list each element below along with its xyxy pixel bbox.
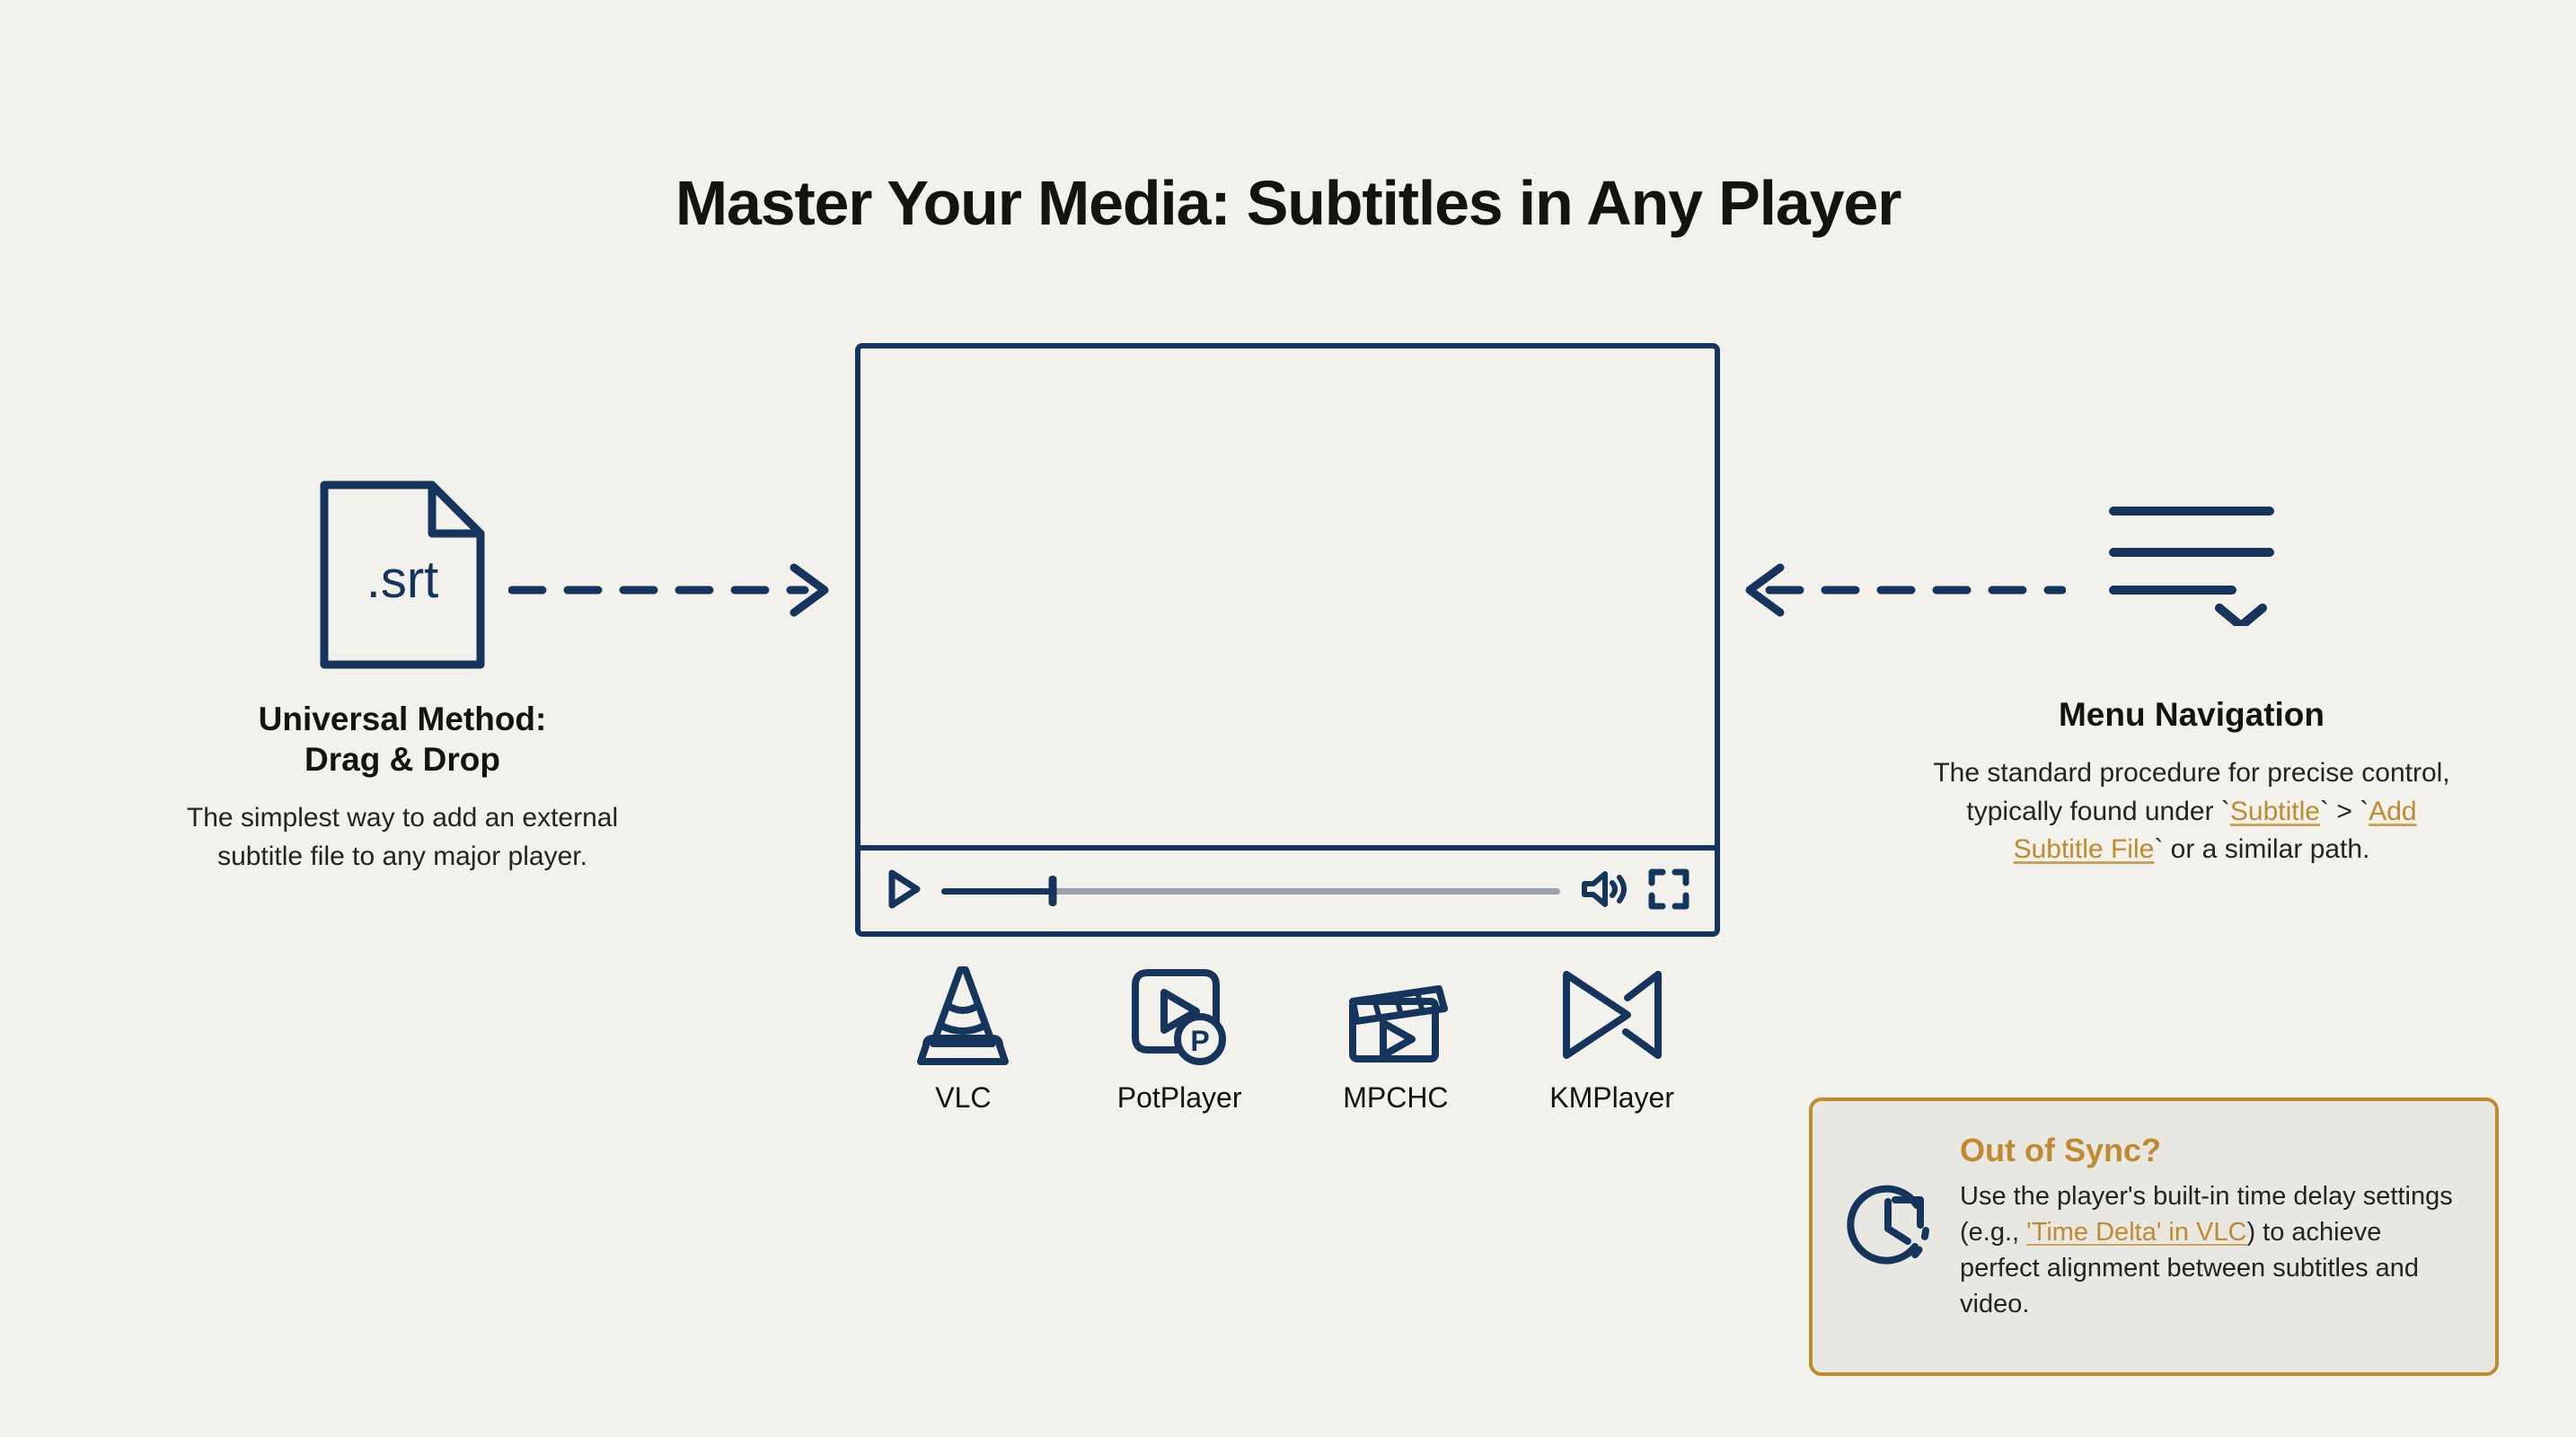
player-item-vlc[interactable]: VLC — [869, 961, 1057, 1115]
volume-button[interactable] — [1580, 868, 1628, 914]
left-heading: Universal Method: Drag & Drop — [151, 699, 654, 780]
fullscreen-button[interactable] — [1648, 868, 1689, 914]
time-delta-highlight[interactable]: 'Time Delta' in VLC — [2026, 1218, 2247, 1247]
right-description-part2: or a similar path. — [2163, 834, 2370, 865]
video-screen-area[interactable] — [860, 348, 1715, 851]
player-item-potplayer[interactable]: P PotPlayer — [1085, 961, 1274, 1115]
clock-delay-icon — [1839, 1132, 1936, 1280]
player-label: MPCHC — [1343, 1081, 1449, 1114]
left-heading-line2: Drag & Drop — [304, 741, 500, 779]
play-button[interactable] — [886, 868, 922, 914]
player-item-kmplayer[interactable]: KMPlayer — [1518, 961, 1707, 1115]
progress-fill — [941, 887, 1054, 895]
out-of-sync-tip-box: Out of Sync? Use the player's built-in t… — [1809, 1098, 2499, 1376]
backtick-open-2: ` — [2360, 796, 2369, 826]
progress-bar[interactable] — [941, 876, 1560, 906]
hamburger-menu-icon — [1922, 489, 2461, 680]
svg-text:P: P — [1190, 1025, 1209, 1057]
player-label: KMPlayer — [1549, 1081, 1674, 1114]
right-description: The standard procedure for precise contr… — [1922, 754, 2461, 869]
left-description: The simplest way to add an external subt… — [186, 803, 619, 871]
player-label: PotPlayer — [1116, 1081, 1242, 1114]
progress-handle[interactable] — [1048, 876, 1057, 906]
player-label: VLC — [935, 1081, 992, 1114]
menu-path-add-subtitle-file-link[interactable]: Add Subtitle File — [2013, 796, 2417, 865]
tip-body-part2: ) to achieve perfect alignment between s… — [1960, 1218, 2420, 1319]
tip-body-part1: Use the player's built-in time delay set… — [1960, 1182, 2453, 1247]
srt-file-extension-label: .srt — [366, 551, 439, 609]
dashed-arrow-right-icon — [507, 559, 850, 626]
video-player-frame — [855, 343, 1720, 937]
tip-title: Out of Sync? — [1960, 1132, 2161, 1168]
right-heading: Menu Navigation — [2058, 696, 2325, 733]
supported-players-row: VLC P PotPlayer — [855, 961, 1720, 1115]
backtick-close-2: ` — [2154, 834, 2164, 865]
tip-body: Use the player's built-in time delay set… — [1960, 1178, 2461, 1322]
backtick-open-1: ` — [2220, 796, 2230, 826]
universal-method-section: .srt Universal Method: Drag & Drop The s… — [151, 476, 654, 876]
potplayer-icon: P — [1085, 961, 1274, 1069]
player-control-bar — [860, 851, 1715, 931]
vlc-cone-icon — [869, 961, 1057, 1069]
tip-text-column: Out of Sync? Use the player's built-in t… — [1960, 1132, 2461, 1322]
menu-path-separator: > — [2329, 796, 2360, 826]
menu-path-subtitle-link[interactable]: Subtitle — [2229, 796, 2320, 826]
right-description-part1: The standard procedure for precise contr… — [1933, 758, 2450, 826]
menu-navigation-section: Menu Navigation The standard procedure f… — [1922, 489, 2461, 869]
kmplayer-bowtie-icon — [1518, 961, 1707, 1069]
clapperboard-icon — [1301, 961, 1490, 1069]
page-title: Master Your Media: Subtitles in Any Play… — [675, 168, 1901, 238]
player-item-mpchc[interactable]: MPCHC — [1301, 961, 1490, 1115]
left-heading-line1: Universal Method: — [258, 701, 547, 737]
backtick-close-1: ` — [2320, 796, 2329, 826]
dashed-arrow-left-icon — [1742, 559, 2067, 626]
srt-file-icon: .srt — [151, 476, 654, 674]
